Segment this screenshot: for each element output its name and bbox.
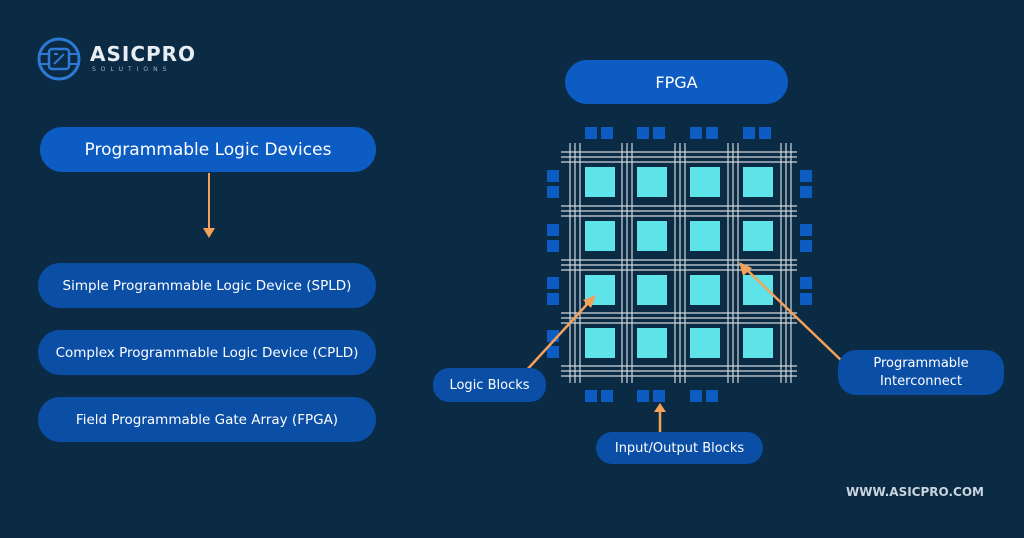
io-block bbox=[637, 127, 649, 139]
io-block bbox=[800, 186, 812, 198]
interconnect-label-line2: Interconnect bbox=[879, 373, 963, 389]
logic-block bbox=[690, 275, 720, 305]
io-block bbox=[585, 127, 597, 139]
website-url: WWW.ASICPRO.COM bbox=[846, 485, 984, 499]
logic-block bbox=[637, 167, 667, 197]
list-item-label: Field Programmable Gate Array (FPGA) bbox=[75, 411, 339, 428]
logic-blocks-arrowhead bbox=[583, 295, 596, 308]
io-block bbox=[601, 127, 613, 139]
interconnect-arrow bbox=[744, 267, 844, 363]
interconnect-grid bbox=[561, 143, 797, 383]
io-block bbox=[547, 293, 559, 305]
interconnect-label: Programmable Interconnect bbox=[838, 350, 1004, 395]
fpga-title-label: FPGA bbox=[655, 72, 698, 92]
logic-block bbox=[743, 221, 773, 251]
io-block bbox=[706, 127, 718, 139]
io-block bbox=[653, 127, 665, 139]
interconnect-label-line1: Programmable bbox=[873, 355, 969, 371]
brand-name: ASICPRO bbox=[90, 42, 197, 66]
logic-block bbox=[690, 167, 720, 197]
io-block bbox=[547, 346, 559, 358]
io-block bbox=[601, 390, 613, 402]
logic-block bbox=[585, 328, 615, 358]
io-block bbox=[759, 127, 771, 139]
logic-block bbox=[743, 167, 773, 197]
logic-block bbox=[585, 221, 615, 251]
logic-block bbox=[743, 328, 773, 358]
annotation-arrows bbox=[524, 262, 844, 432]
logic-block bbox=[637, 328, 667, 358]
io-block bbox=[547, 224, 559, 236]
list-item-label: Simple Programmable Logic Device (SPLD) bbox=[62, 277, 352, 294]
io-block bbox=[690, 390, 702, 402]
io-block bbox=[690, 127, 702, 139]
io-block bbox=[800, 240, 812, 252]
chip-logo-icon bbox=[37, 37, 81, 81]
io-block bbox=[800, 277, 812, 289]
interconnect-arrowhead bbox=[739, 262, 752, 276]
plds-title: Programmable Logic Devices bbox=[40, 127, 376, 172]
logic-blocks-label: Logic Blocks bbox=[433, 368, 546, 402]
plds-title-label: Programmable Logic Devices bbox=[84, 139, 332, 160]
list-item-spld: Simple Programmable Logic Device (SPLD) bbox=[38, 263, 376, 308]
io-blocks-arrowhead bbox=[654, 403, 666, 412]
logo: ASICPRO SOLUTIONS bbox=[36, 36, 216, 81]
io-block bbox=[800, 293, 812, 305]
logic-block bbox=[690, 328, 720, 358]
list-item-label: Complex Programmable Logic Device (CPLD) bbox=[55, 344, 359, 361]
io-block bbox=[800, 170, 812, 182]
io-block bbox=[706, 390, 718, 402]
io-blocks-label-text: Input/Output Blocks bbox=[614, 440, 745, 456]
io-block bbox=[743, 127, 755, 139]
logic-block bbox=[690, 221, 720, 251]
list-item-cpld: Complex Programmable Logic Device (CPLD) bbox=[38, 330, 376, 375]
io-block bbox=[585, 390, 597, 402]
io-block bbox=[547, 170, 559, 182]
list-item-fpga: Field Programmable Gate Array (FPGA) bbox=[38, 397, 376, 442]
brand-tagline: SOLUTIONS bbox=[92, 66, 172, 73]
logic-block bbox=[637, 275, 667, 305]
logic-blocks bbox=[583, 165, 775, 360]
io-blocks-label: Input/Output Blocks bbox=[596, 432, 763, 464]
io-block bbox=[547, 277, 559, 289]
io-block bbox=[547, 240, 559, 252]
logic-block bbox=[637, 221, 667, 251]
io-block bbox=[653, 390, 665, 402]
logic-block bbox=[585, 167, 615, 197]
fpga-title: FPGA bbox=[565, 60, 788, 104]
logic-blocks-arrow bbox=[524, 299, 592, 373]
io-block bbox=[637, 390, 649, 402]
io-block bbox=[547, 186, 559, 198]
io-blocks bbox=[547, 127, 812, 402]
logic-blocks-label-text: Logic Blocks bbox=[449, 377, 530, 393]
io-block bbox=[800, 224, 812, 236]
down-arrow-icon bbox=[203, 173, 215, 238]
